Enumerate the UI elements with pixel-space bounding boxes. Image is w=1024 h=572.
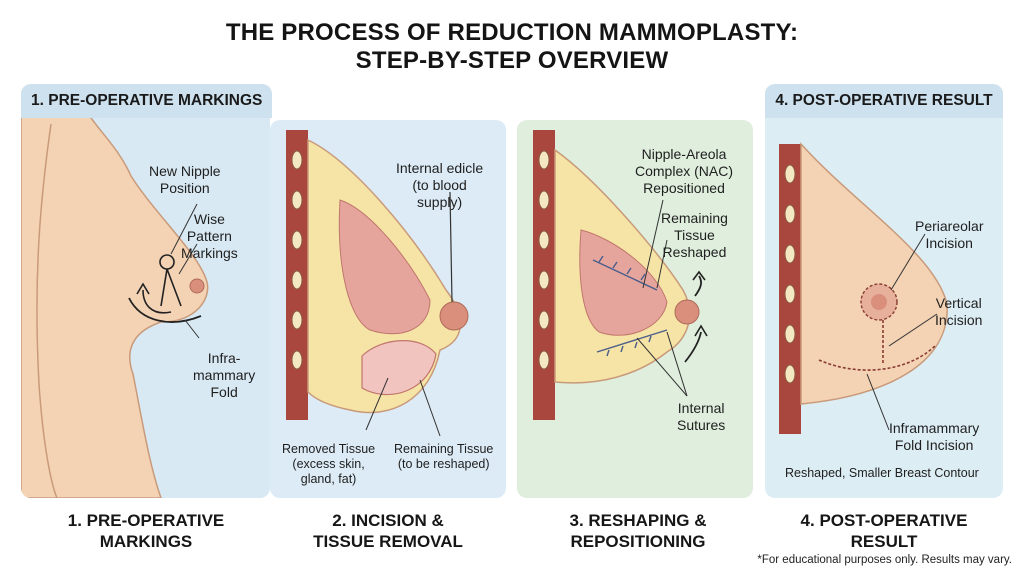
label-wise-pattern-markings: Wise Pattern Markings [181, 211, 238, 261]
nipple-areola [439, 301, 469, 331]
label-new-nipple-position: New Nipple Position [149, 163, 221, 196]
pre-operative-illustration [21, 103, 209, 498]
panel-post-operative: Periareolar Incision Vertical Incision I… [765, 84, 1003, 498]
caption-step-1: 1. PRE-OPERATIVE MARKINGS [67, 511, 225, 551]
rib-ovals [538, 150, 550, 370]
arm-silhouette [36, 123, 58, 498]
footnote: *For educational purposes only. Results … [757, 554, 1012, 566]
post-operative-illustration [779, 142, 948, 434]
curve-arrow [142, 289, 172, 314]
caption-step-4: 4. POST-OPERATIVE RESULT [800, 511, 968, 551]
panel-pre-operative: New Nipple Position Wise Pattern Marking… [21, 84, 270, 498]
rib-ovals [291, 150, 303, 370]
label-inframammary-fold: Infra- mammary Fold [193, 350, 256, 400]
wise-pattern-line [160, 268, 182, 307]
torso-silhouette [21, 103, 209, 498]
label-periareolar-incision: Periareolar Incision [915, 218, 984, 251]
reposition-arrow-down [684, 331, 702, 363]
label-remaining-tissue-reshaped: Remaining Tissue Reshaped [661, 210, 728, 260]
inframammary-incision [818, 345, 936, 371]
panel-incision: Internal edicle (to blood supply) Remove… [270, 120, 506, 498]
repositioned-nipple [674, 299, 700, 325]
label-removed-tissue: Removed Tissue (excess skin, gland, fat) [282, 442, 376, 486]
label-internal-pedicle: Internal edicle (to blood supply) [396, 160, 484, 210]
glandular-tissue [338, 199, 431, 335]
label-remaining-tissue: Remaining Tissue (to be reshaped) [394, 442, 494, 471]
breast-contour [800, 142, 948, 405]
tab-post-operative-result: 4. POST-OPERATIVE RESULT [765, 84, 1003, 118]
label-inframammary-fold-incision: Inframammary Fold Incision [889, 420, 980, 453]
label-vertical-incision: Vertical Incision [935, 295, 983, 328]
inframammary-mark [128, 297, 202, 323]
incision-cross-section [286, 130, 469, 437]
reshaping-cross-section [533, 130, 708, 420]
label-reshaped-contour: Reshaped, Smaller Breast Contour [785, 466, 979, 480]
caption-step-2: 2. INCISION & TISSUE REMOVAL [313, 511, 463, 551]
label-nac-repositioned: Nipple-Areola Complex (NAC) Repositioned [635, 146, 734, 196]
internal-sutures [592, 255, 668, 357]
reposition-arrow-up [694, 275, 702, 297]
page-title-line-2: STEP-BY-STEP OVERVIEW [355, 47, 669, 74]
caption-step-3: 3. RESHAPING & REPOSITIONING [569, 511, 707, 551]
rib-ovals [784, 164, 796, 384]
label-internal-sutures: Internal Sutures [677, 400, 726, 433]
panel-reshaping: Nipple-Areola Complex (NAC) Repositioned… [517, 120, 753, 498]
page-title-line-1: THE PROCESS OF REDUCTION MAMMOPLASTY: [225, 19, 799, 46]
glandular-tissue [579, 229, 668, 336]
nipple-marker [189, 278, 205, 294]
areola [871, 294, 887, 310]
tab-pre-operative-markings: 1. PRE-OPERATIVE MARKINGS [21, 84, 273, 118]
